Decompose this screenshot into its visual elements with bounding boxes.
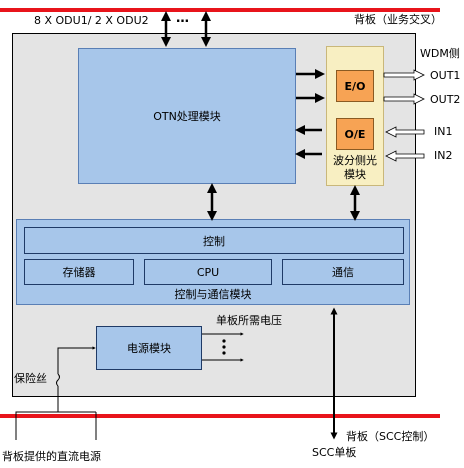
ellipsis-label: … [176, 11, 189, 26]
dc-power-wire-2 [57, 346, 96, 374]
oe-converter: O/E [336, 118, 374, 150]
eo-converter-label: E/O [344, 79, 366, 93]
otn-processing-module: OTN处理模块 [78, 48, 296, 184]
dc-power-wire-1 [15, 386, 59, 440]
in1-label: IN1 [434, 125, 453, 138]
power-out-dot-2 [222, 345, 226, 349]
power-out-dot-3 [222, 351, 226, 355]
in1-arrow [385, 126, 425, 138]
cpu-block-label: CPU [196, 265, 220, 279]
backplane-top-label: 背板（业务交叉） [354, 13, 442, 26]
backplane-bottom-label: 背板（SCC控制） [346, 430, 435, 443]
dc-power-label: 背板提供的直流电源 [2, 450, 101, 463]
comm-block-label: 通信 [332, 266, 354, 279]
backplane-top-line [0, 8, 440, 12]
out2-label: OUT2 [430, 93, 461, 106]
oe-converter-label: O/E [344, 127, 366, 141]
in2-arrow [385, 150, 425, 162]
power-module-label: 电源模块 [127, 342, 171, 355]
eo-converter: E/O [336, 70, 374, 102]
storage-block: 存储器 [24, 259, 134, 285]
power-module: 电源模块 [96, 326, 202, 370]
board-power-label: 单板所需电压 [216, 314, 282, 327]
power-out-dot-1 [222, 339, 226, 343]
storage-block-label: 存储器 [62, 266, 96, 279]
otn-processing-module-label: OTN处理模块 [153, 110, 221, 123]
control-communication-module-label: 控制与通信模块 [174, 288, 252, 301]
fuse-symbol [56, 373, 60, 387]
odu-interface-label: 8 X ODU1/ 2 X ODU2 [34, 14, 149, 27]
out2-arrow [383, 93, 425, 105]
wdm-side-label: WDM侧 [420, 47, 460, 60]
wdm-optical-module-label: 波分侧光模块 [333, 154, 377, 181]
control-block-label: 控制 [203, 234, 225, 248]
backplane-bottom-line [0, 414, 440, 418]
out1-label: OUT1 [430, 69, 461, 82]
scc-board-label: SCC单板 [312, 446, 357, 459]
out1-arrow [383, 69, 425, 81]
wdm-optical-module [326, 46, 384, 186]
control-block: 控制 [24, 227, 404, 254]
cpu-block: CPU [144, 259, 272, 285]
comm-block: 通信 [282, 259, 404, 285]
in2-label: IN2 [434, 149, 453, 162]
fuse-label: 保险丝 [14, 372, 47, 385]
